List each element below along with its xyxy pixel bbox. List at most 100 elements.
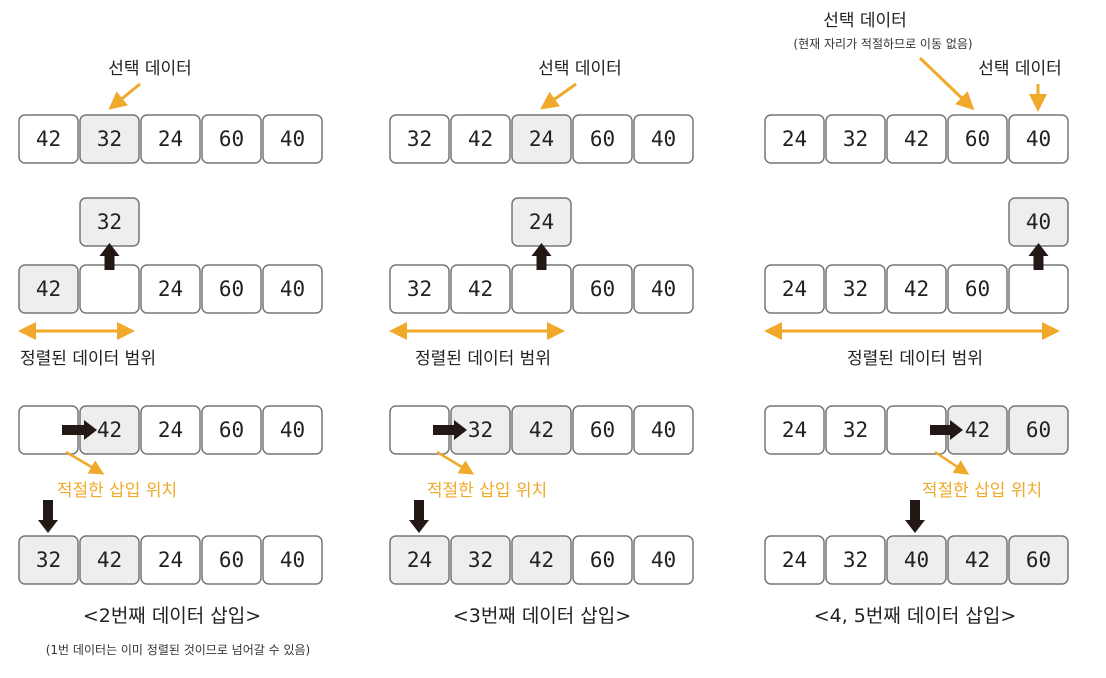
cell-box <box>140 114 201 164</box>
array-cell: 32 <box>450 405 511 455</box>
cell-value: 60 <box>590 127 615 151</box>
cell-box <box>886 535 947 585</box>
cell-value: 24 <box>158 548 183 572</box>
cell-box <box>511 264 572 314</box>
cell-box <box>511 535 572 585</box>
panel-note: (1번 데이터는 이미 정렬된 것이므로 넘어갈 수 있음) <box>46 643 311 657</box>
selected-data-label: 선택 데이터 <box>538 59 622 79</box>
array-cell: 60 <box>201 264 262 314</box>
cell-value: 60 <box>590 277 615 301</box>
array-cell: 24 <box>389 535 450 585</box>
cell-value: 42 <box>965 418 990 442</box>
cell-value: 24 <box>782 277 807 301</box>
cell-box <box>389 114 450 164</box>
cell-value: 24 <box>407 548 432 572</box>
cell-box <box>1008 405 1069 455</box>
array-cell: 24 <box>764 535 825 585</box>
selected-data-arrow <box>540 82 577 110</box>
array-cell: 40 <box>633 535 694 585</box>
insert-position-label: 적절한 삽입 위치 <box>57 481 177 501</box>
cell-box <box>262 405 323 455</box>
cell-value: 24 <box>158 277 183 301</box>
cell-box <box>886 114 947 164</box>
sorted-range-label: 정렬된 데이터 범위 <box>20 349 156 369</box>
cell-value: 60 <box>1026 548 1051 572</box>
cell-value: 42 <box>97 418 122 442</box>
cell-box <box>633 114 694 164</box>
cell-value: 42 <box>468 127 493 151</box>
cell-box <box>18 114 79 164</box>
cell-value: 24 <box>158 418 183 442</box>
array-cell: 40 <box>1008 114 1069 164</box>
cell-value: 40 <box>280 418 305 442</box>
cell-value: 40 <box>651 127 676 151</box>
cell-value: 32 <box>407 127 432 151</box>
cell-value: 60 <box>965 277 990 301</box>
array-cell <box>79 264 140 314</box>
cell-value: 40 <box>280 548 305 572</box>
cell-box <box>947 264 1008 314</box>
array-cell: 32 <box>825 535 886 585</box>
lift-up-arrow <box>531 243 552 270</box>
cell-value: 42 <box>97 548 122 572</box>
cell-box <box>825 405 886 455</box>
cell-box <box>140 535 201 585</box>
cell-box <box>1008 114 1069 164</box>
cell-value: 24 <box>782 127 807 151</box>
cell-value: 60 <box>1026 418 1051 442</box>
cell-box <box>572 535 633 585</box>
array-cell: 32 <box>389 264 450 314</box>
cell-box <box>450 264 511 314</box>
array-cell: 32 <box>450 535 511 585</box>
shift-right-arrow <box>930 420 963 440</box>
cell-box <box>886 264 947 314</box>
array-cell: 42 <box>886 264 947 314</box>
cell-value: 60 <box>590 418 615 442</box>
cell-box <box>511 114 572 164</box>
array-cell: 32 <box>79 197 140 247</box>
array-cell: 24 <box>140 535 201 585</box>
cell-value: 32 <box>843 277 868 301</box>
array-cell <box>1008 264 1069 314</box>
cell-value: 32 <box>468 418 493 442</box>
cell-box <box>633 405 694 455</box>
array-cell: 42 <box>79 405 140 455</box>
cell-value: 40 <box>651 277 676 301</box>
insert-position-label: 적절한 삽입 위치 <box>427 481 547 501</box>
cell-box <box>450 535 511 585</box>
shift-right-arrow <box>433 420 467 440</box>
array-cell: 42 <box>450 264 511 314</box>
cell-value: 32 <box>843 548 868 572</box>
cell-value: 24 <box>529 210 554 234</box>
array-row2: 24 32 42 60 <box>764 264 1069 314</box>
array-cell: 42 <box>511 535 572 585</box>
array-cell: 42 <box>886 114 947 164</box>
cell-box <box>389 535 450 585</box>
array-cell: 60 <box>1008 535 1069 585</box>
cell-box <box>947 114 1008 164</box>
cell-value: 32 <box>468 548 493 572</box>
array-cell: 24 <box>140 114 201 164</box>
cell-value: 60 <box>219 127 244 151</box>
selected-data-note: (현재 자리가 적절하므로 이동 없음) <box>793 37 972 51</box>
array-cell: 60 <box>947 114 1008 164</box>
cell-box <box>18 535 79 585</box>
insert-position-arrow <box>436 450 475 475</box>
cell-box <box>79 114 140 164</box>
selected-data-arrow <box>918 56 975 111</box>
shift-right-arrow <box>62 420 97 440</box>
array-cell: 40 <box>262 535 323 585</box>
insert-down-arrow <box>38 500 58 533</box>
array-cell: 24 <box>511 197 572 247</box>
cell-value: 42 <box>36 277 61 301</box>
cell-box <box>633 264 694 314</box>
panel-caption: <3번째 데이터 삽입> <box>453 605 631 627</box>
cell-value: 42 <box>468 277 493 301</box>
